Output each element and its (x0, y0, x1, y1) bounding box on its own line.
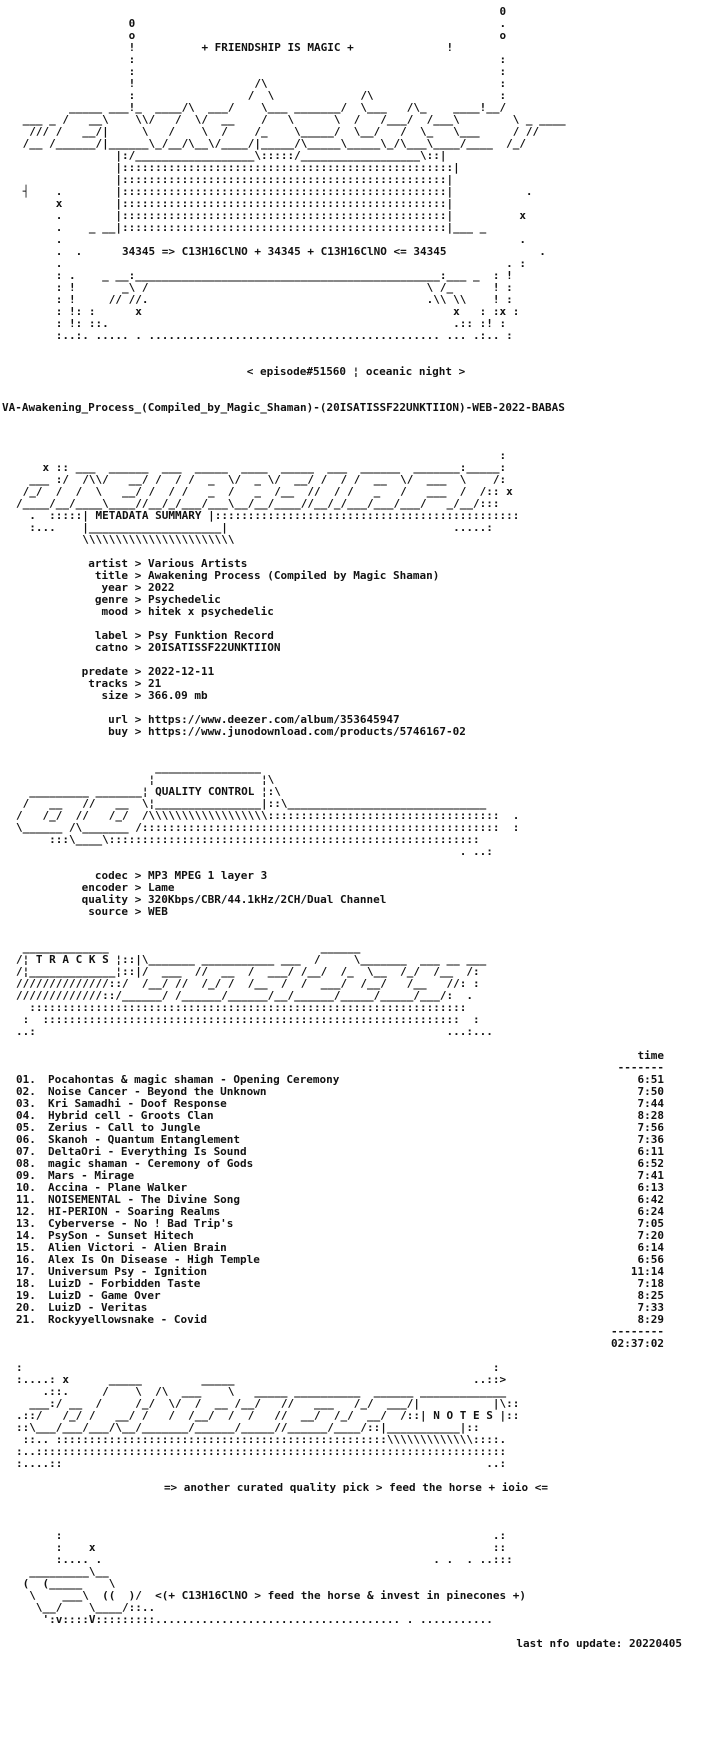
meta-row: predate>2022-12-11 (81, 665, 215, 678)
total-time: 02:37:02 (611, 1337, 664, 1350)
metadata-table: artist>Various Artists title>Awakening P… (16, 558, 696, 738)
quality-table: codec>MP3 MPEG 1 layer 3 encoder>Lame qu… (16, 870, 696, 918)
time-rule: ------- (617, 1061, 664, 1074)
episode-line: < episode#51560 ¦ oceanic night > (246, 365, 466, 378)
quality-row: source>WEB (88, 905, 168, 918)
quality-banner-art: ________________ ¦ ¦\ _________ _______¦… (16, 762, 520, 858)
footer-art: : .: : x :: :.... . (22, 1530, 526, 1626)
meta-row: artist>Various Artists (88, 557, 248, 570)
meta-row: catno>20ISATISSF22UNKTIION (94, 641, 281, 654)
meta-row: title>Awakening Process (Compiled by Mag… (94, 569, 440, 582)
metadata-banner-art: : x :: ___ ______ ___ _____ ____ _____ _… (16, 450, 520, 546)
meta-row: label>Psy Funktion Record (94, 629, 274, 642)
meta-row: year>2022 (101, 581, 175, 594)
meta-row: size>366.09 mb (101, 689, 208, 702)
notes-text: => another curated quality pick > feed t… (163, 1481, 549, 1494)
quality-heading: QUALITY CONTROL (155, 785, 255, 798)
meta-row: mood>hitek x psychedelic (101, 605, 274, 618)
release-name: VA-Awakening_Process_(Compiled_by_Magic_… (2, 401, 565, 414)
last-update: last nfo update: 20220405 (516, 1637, 682, 1650)
tracks-banner-art: _____________ ______ /¦ T R A C K S ¦::|… (16, 942, 493, 1038)
meta-row: buy>https://www.junodownload.com/product… (108, 725, 466, 738)
notes-banner-art: : : :....: x _____ _____ ..::> .::. / \ … (16, 1362, 520, 1470)
meta-row: url>https://www.deezer.com/album/3536459… (108, 713, 400, 726)
time-header: time (637, 1049, 665, 1062)
track-row: 01.Pocahontas & magic shaman - Opening C… (16, 1073, 664, 1086)
nfo-document: 0 0 . o o ! + FRIENDSHIP IS MAGI (2, 6, 696, 1650)
logo-art-top: 0 0 . o o ! + FRIENDSHIP IS MAGI (22, 6, 566, 342)
footer-tagline: <(+ C13H16ClNO > feed the horse & invest… (155, 1589, 526, 1602)
quality-row: encoder>Lame (81, 881, 175, 894)
slogan: + FRIENDSHIP IS MAGIC + (201, 41, 354, 54)
tracks-heading: T R A C K S (35, 953, 109, 966)
notes-heading: N O T E S (433, 1409, 493, 1422)
formula: 34345 => C13H16ClNO + 34345 + C13H16ClNO… (121, 245, 447, 258)
tracklist: 01.Pocahontas & magic shaman - Opening C… (16, 1074, 696, 1326)
total-rule: -------- (611, 1325, 664, 1338)
quality-row: quality>320Kbps/CBR/44.1kHz/2CH/Dual Cha… (81, 893, 387, 906)
meta-row: genre>Psychedelic (94, 593, 221, 606)
meta-row: tracks>21 (88, 677, 162, 690)
quality-row: codec>MP3 MPEG 1 layer 3 (94, 869, 268, 882)
metadata-heading: METADATA SUMMARY (95, 509, 202, 522)
